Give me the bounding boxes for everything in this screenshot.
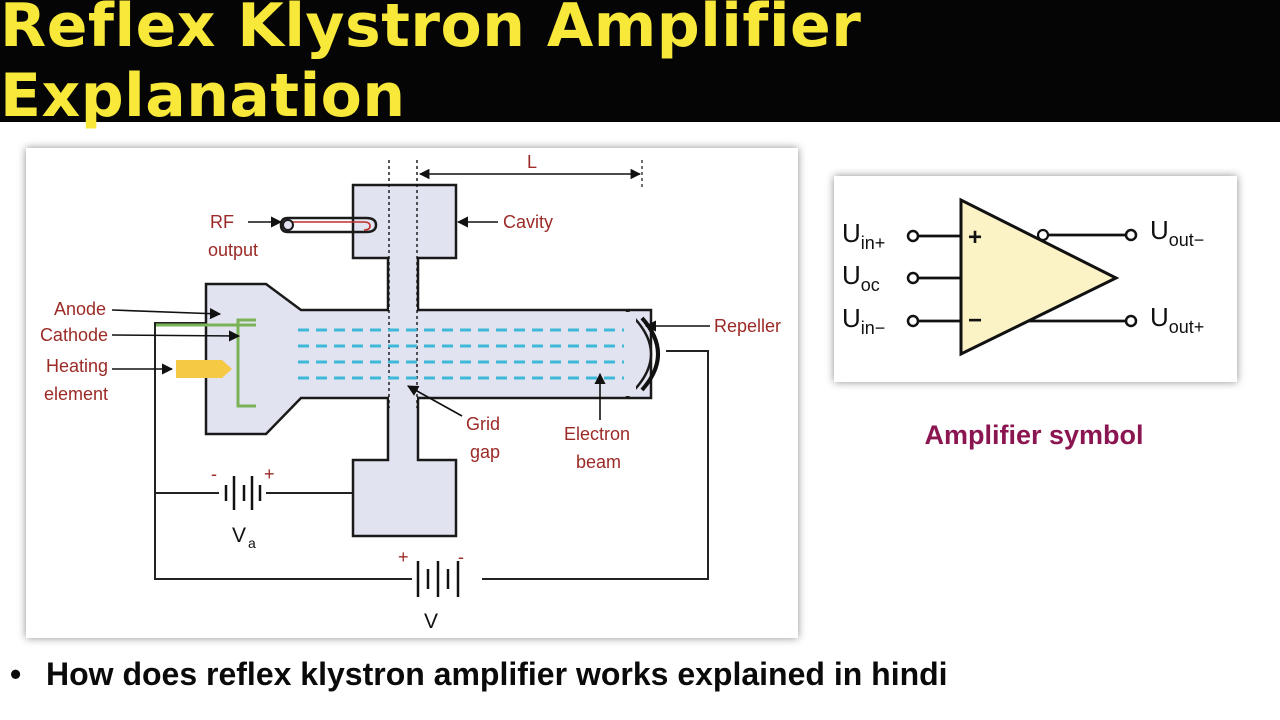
plus-sign: + bbox=[968, 224, 982, 251]
amplifier-triangle bbox=[959, 197, 1120, 357]
cathode-label: Cathode bbox=[40, 325, 108, 345]
grid-label-2: gap bbox=[470, 442, 500, 462]
cavity-lower bbox=[351, 396, 458, 538]
svg-text:+: + bbox=[398, 547, 409, 567]
battery-v: + - V bbox=[398, 547, 482, 633]
heating-element bbox=[176, 360, 232, 378]
anode-label: Anode bbox=[54, 299, 106, 319]
amplifier-caption: Amplifier symbol bbox=[924, 420, 1144, 450]
dimension-l: L bbox=[418, 152, 643, 190]
uin-plus-label: Uin+ bbox=[842, 218, 885, 253]
cathode-electrode bbox=[236, 318, 256, 408]
heating-label-2: element bbox=[44, 384, 108, 404]
uout-plus-label: Uout+ bbox=[1150, 302, 1204, 337]
klystron-diagram: L bbox=[40, 152, 781, 633]
uout-minus-label: Uout− bbox=[1150, 215, 1204, 250]
svg-text:-: - bbox=[458, 547, 464, 567]
svg-text:-: - bbox=[211, 464, 217, 484]
amplifier-symbol: + − Uin+ Uoc Uin− Uout− Uout+ bbox=[842, 197, 1204, 357]
minus-sign: − bbox=[968, 307, 982, 334]
grid-gap-lines bbox=[388, 160, 418, 408]
grid-label-1: Grid bbox=[466, 414, 500, 434]
rf-output-label-1: RF bbox=[210, 212, 234, 232]
battery-va: - + V a bbox=[211, 464, 275, 551]
uoc-label: Uoc bbox=[842, 260, 880, 295]
svg-text:+: + bbox=[264, 464, 275, 484]
repeller-label: Repeller bbox=[714, 316, 781, 336]
beam-label-1: Electron bbox=[564, 424, 630, 444]
svg-text:V: V bbox=[424, 610, 438, 633]
bullet-point: • How does reflex klystron amplifier work… bbox=[10, 656, 1270, 700]
amplifier-symbol-panel: + − Uin+ Uoc Uin− Uout− Uout+ bbox=[834, 176, 1237, 382]
klystron-diagram-panel: L bbox=[26, 148, 798, 638]
heating-label-1: Heating bbox=[46, 356, 108, 376]
cavity-upper bbox=[351, 183, 458, 312]
beam-label-2: beam bbox=[576, 452, 621, 472]
electron-beam bbox=[298, 328, 624, 380]
svg-text:V: V bbox=[232, 524, 246, 547]
label-arrows bbox=[111, 216, 710, 420]
page-title: Reflex Klystron Amplifier Explanation bbox=[0, 0, 862, 131]
svg-text:L: L bbox=[527, 152, 537, 172]
bullet-text: How does reflex klystron amplifier works… bbox=[46, 656, 948, 692]
rf-output-label-2: output bbox=[208, 240, 258, 260]
uin-minus-label: Uin− bbox=[842, 303, 885, 338]
bullet-dot: • bbox=[10, 656, 22, 692]
svg-text:a: a bbox=[248, 535, 256, 551]
tube-body bbox=[204, 282, 653, 436]
cavity-label: Cavity bbox=[503, 212, 553, 232]
title-bar: Reflex Klystron Amplifier Explanation bbox=[0, 0, 1280, 131]
circuit-wires bbox=[154, 322, 709, 580]
